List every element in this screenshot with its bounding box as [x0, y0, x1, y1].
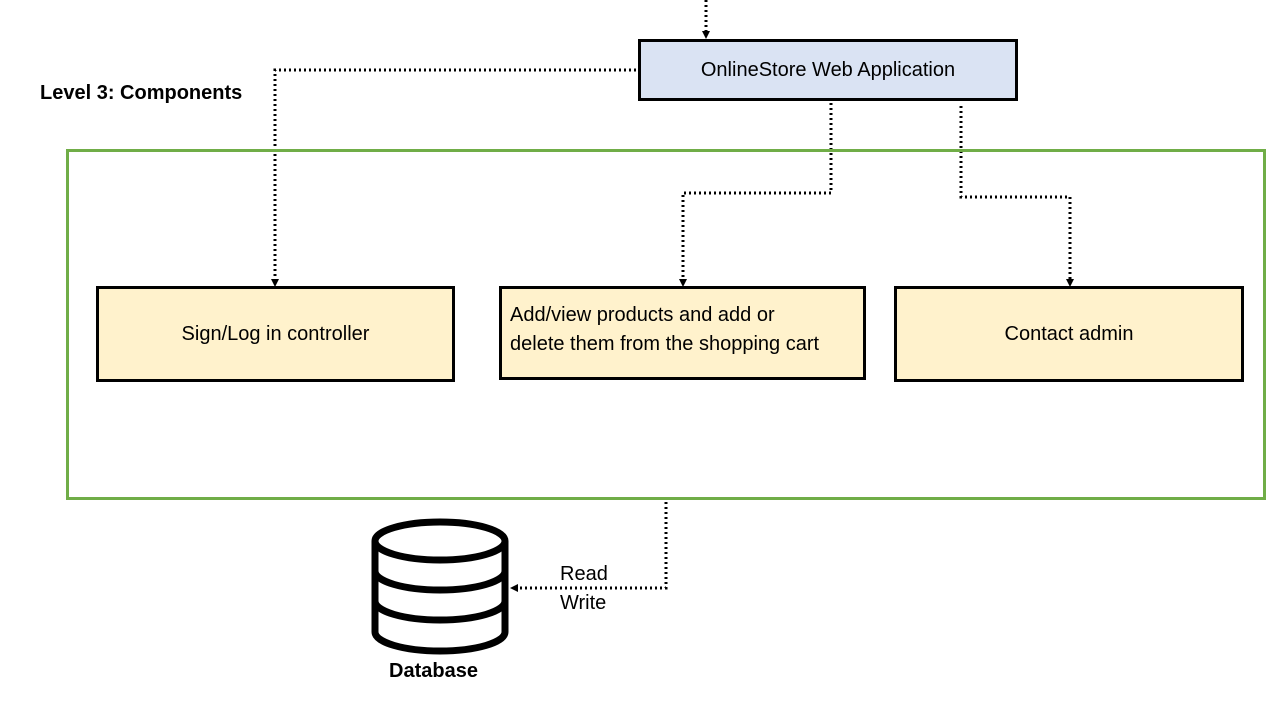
database-label: Database — [389, 660, 478, 682]
web-app-label: OnlineStore Web Application — [700, 58, 956, 81]
connector-to-products — [679, 103, 833, 287]
diagram-title: Level 3: Components — [40, 82, 243, 104]
read-label: Read — [560, 563, 608, 585]
products-cart-node[interactable]: Add/view products and add or delete them… — [499, 286, 866, 380]
database-icon — [371, 518, 509, 655]
read-write-label: Read Write — [560, 560, 608, 618]
contact-admin-label: Contact admin — [1004, 322, 1134, 345]
web-app-node[interactable]: OnlineStore Web Application — [638, 39, 1018, 101]
products-cart-label: Add/view products and add or delete them… — [510, 301, 819, 359]
signin-controller-node[interactable]: Sign/Log in controller — [96, 286, 455, 382]
write-label: Write — [560, 592, 607, 614]
connector-to-database — [510, 497, 668, 592]
products-cart-label-line2: delete them from the shopping cart — [510, 333, 820, 355]
products-cart-label-line1: Add/view products and add or — [510, 304, 775, 326]
components-container — [66, 149, 1266, 500]
contact-admin-node[interactable]: Contact admin — [894, 286, 1244, 382]
connector-to-signin — [271, 68, 636, 287]
signin-controller-label: Sign/Log in controller — [181, 322, 370, 345]
